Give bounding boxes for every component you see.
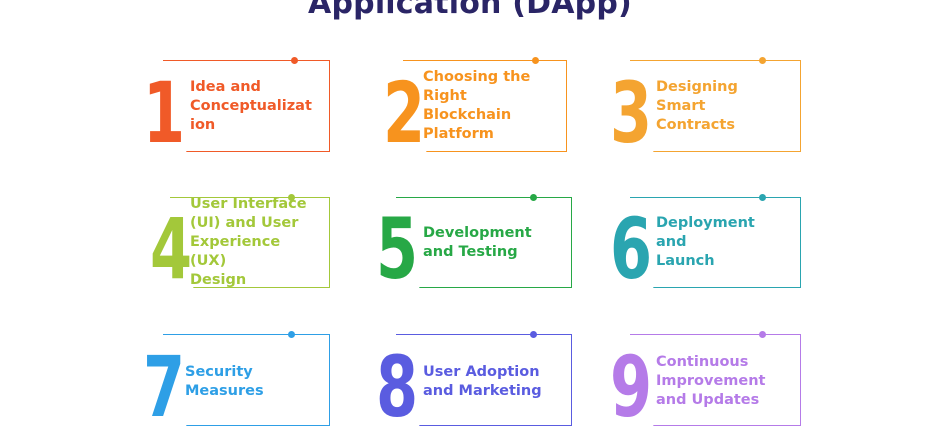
- diagram-title: Application (DApp): [308, 0, 632, 21]
- step-2-frame: [403, 60, 567, 152]
- step-6-number: 6: [608, 200, 654, 298]
- step-1-number: 1: [141, 64, 187, 162]
- step-5: 5 Development and Testing: [366, 193, 572, 298]
- step-5-label: Development and Testing: [423, 224, 532, 260]
- step-7-label: Security Measures: [185, 364, 264, 399]
- step-4-frame: [170, 197, 330, 288]
- step-2-label: Choosing the Right Blockchain Platform: [423, 69, 531, 142]
- step-9-number: 9: [608, 338, 654, 436]
- step-5-frame: [396, 197, 572, 288]
- step-7-number: 7: [141, 338, 187, 436]
- step-7: 7 Security Measures: [133, 330, 330, 436]
- step-9-dot: [759, 330, 766, 338]
- step-2-dot: [532, 56, 539, 64]
- step-8: 8 User Adoption and Marketing: [366, 330, 572, 436]
- step-1: 1 Idea and Conceptualizat ion: [133, 56, 330, 162]
- step-6: 6 Deployment and Launch: [600, 193, 801, 298]
- step-6-dot: [759, 193, 766, 201]
- step-9: 9 Continuous Improvement and Updates: [600, 330, 801, 436]
- step-9-label: Continuous Improvement and Updates: [656, 354, 766, 408]
- step-4-label: User Interface (UI) and User Experience …: [190, 196, 307, 288]
- step-4: 4 User Interface (UI) and User Experienc…: [140, 193, 330, 298]
- step-1-frame: [163, 60, 330, 152]
- step-3: 3 Designing Smart Contracts: [600, 56, 801, 162]
- step-7-dot: [288, 330, 295, 338]
- step-5-dot: [530, 193, 537, 201]
- step-1-label: Idea and Conceptualizat ion: [190, 78, 312, 133]
- step-3-dot: [759, 56, 766, 64]
- step-5-number: 5: [374, 200, 420, 298]
- step-2-number: 2: [381, 64, 427, 162]
- step-3-label: Designing Smart Contracts: [656, 78, 738, 133]
- step-8-number: 8: [374, 338, 420, 436]
- step-6-label: Deployment and Launch: [656, 215, 755, 269]
- step-8-dot: [530, 330, 537, 338]
- step-4-dot: [288, 193, 295, 201]
- step-2: 2 Choosing the Right Blockchain Platform: [373, 56, 567, 162]
- step-1-dot: [291, 56, 298, 64]
- step-4-number: 4: [148, 200, 194, 298]
- step-8-label: User Adoption and Marketing: [423, 364, 542, 399]
- step-3-number: 3: [608, 64, 654, 162]
- step-3-frame: [630, 60, 801, 152]
- step-6-frame: [630, 197, 801, 288]
